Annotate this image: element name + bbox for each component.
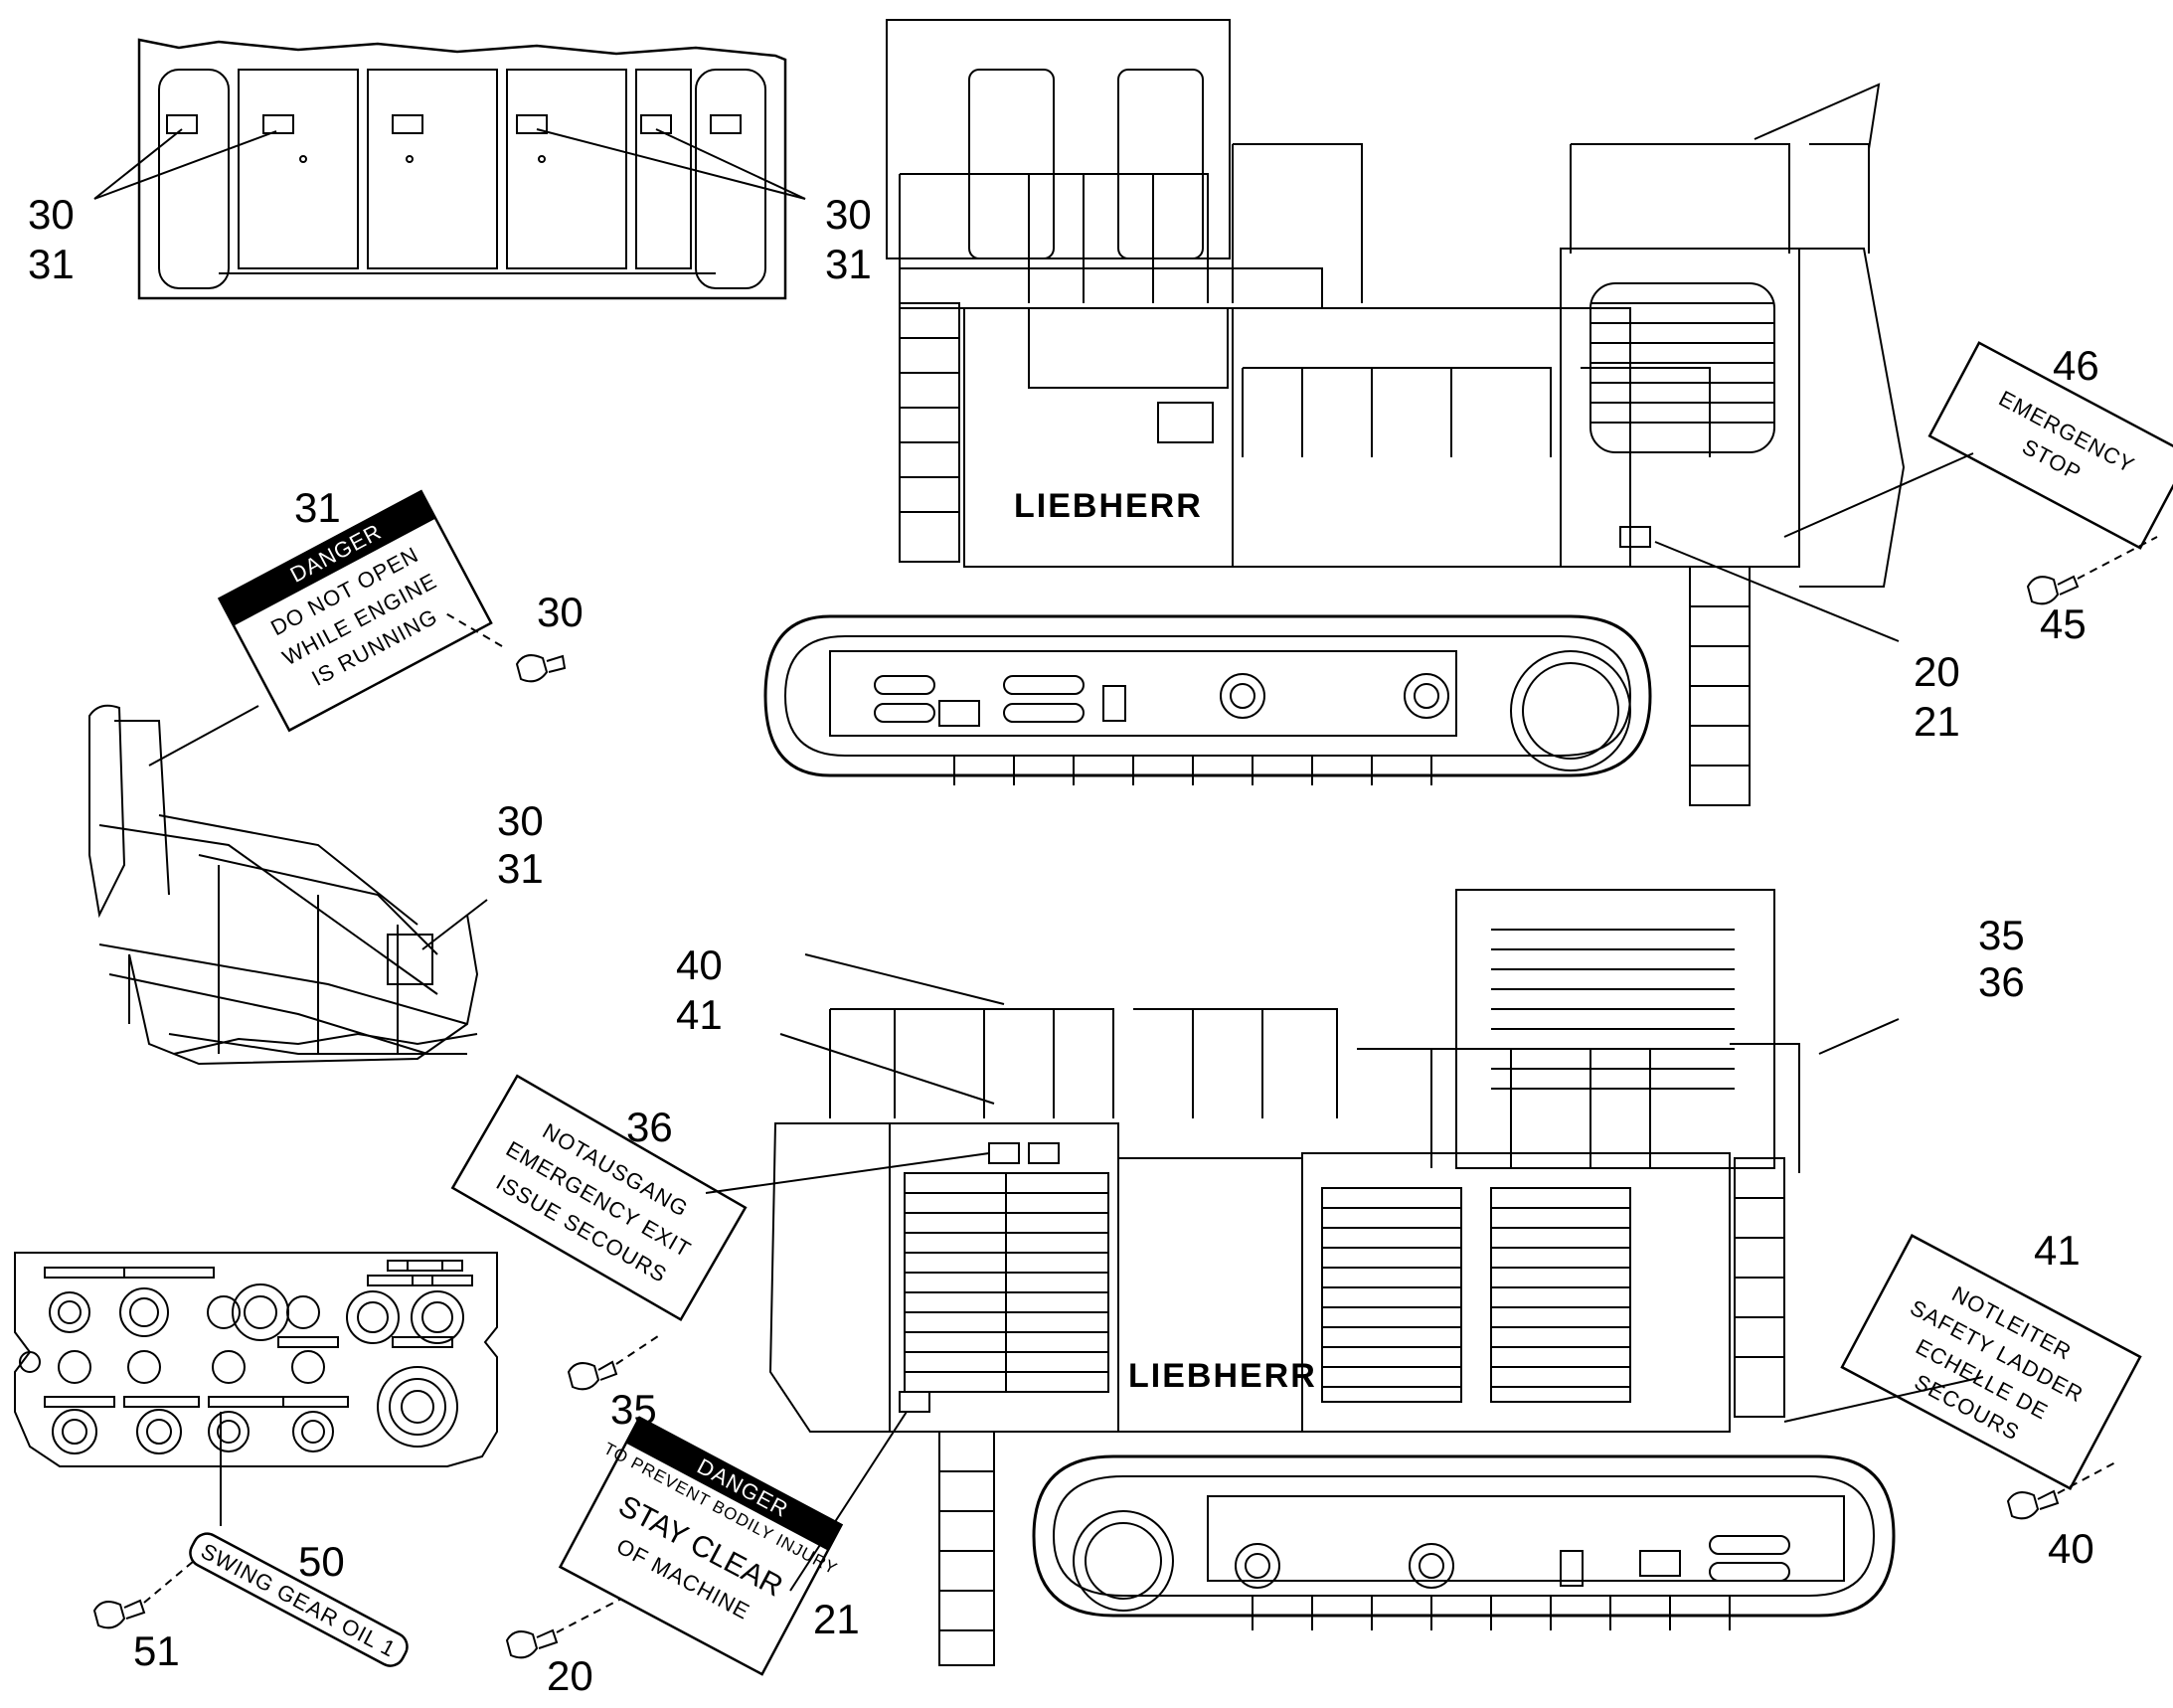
- bolt-30: [441, 610, 567, 683]
- callout-20-top: 20: [1914, 648, 1960, 695]
- callout-31-top-mid: 31: [825, 241, 872, 287]
- brand-logo-2: LIEBHERR: [1128, 1357, 1317, 1395]
- callout-21-top: 21: [1914, 698, 1960, 745]
- callout-20-bottom: 20: [547, 1652, 593, 1699]
- callout-41-mid: 41: [676, 991, 723, 1038]
- bolt-20: [505, 1598, 622, 1659]
- bolt-45: [2026, 536, 2158, 605]
- decal-40-41: [988, 1142, 1020, 1164]
- excavator-side-view-1: LIEBHERR: [763, 19, 1974, 806]
- bolt-40: [2006, 1460, 2118, 1520]
- callout-30-platform: 30: [497, 797, 544, 844]
- bolt-35: [567, 1333, 662, 1391]
- callout-21-bottom: 21: [813, 1596, 860, 1642]
- decal-20-21-b: [899, 1391, 930, 1413]
- decal-30-31: [166, 114, 198, 134]
- callout-46: 46: [2053, 342, 2099, 389]
- excavator-side-view-2: LIEBHERR: [705, 889, 1984, 1666]
- callout-36-right: 36: [1978, 958, 2025, 1005]
- callout-35-bolt: 35: [610, 1386, 657, 1433]
- lubrication-panel: [14, 1252, 498, 1526]
- bolt-51: [92, 1560, 195, 1629]
- sign-emergency-exit: NOTAUSGANG EMERGENCY EXIT ISSUE SECOURS: [450, 1074, 748, 1321]
- callout-30-top-mid: 30: [825, 191, 872, 238]
- callout-30-top-left: 30: [28, 191, 75, 238]
- callout-35-right: 35: [1978, 912, 2025, 958]
- callout-36-sign: 36: [626, 1104, 673, 1150]
- callout-41-sign: 41: [2034, 1227, 2081, 1274]
- callout-45: 45: [2040, 600, 2087, 647]
- callout-50: 50: [298, 1538, 345, 1585]
- brand-logo-1: LIEBHERR: [1014, 487, 1203, 525]
- sign-danger-stay-clear: DANGER TO PREVENT BODILY INJURY STAY CLE…: [558, 1416, 844, 1676]
- sign-safety-ladder: NOTLEITER SAFETY LADDER ECHELLE DE SECOU…: [1840, 1234, 2142, 1490]
- callout-30-bolt: 30: [537, 589, 584, 635]
- callout-40-bolt: 40: [2048, 1525, 2094, 1572]
- sign-emergency-stop: EMERGENCY STOP: [1927, 341, 2173, 550]
- sign-danger-do-not-open: DANGER DO NOT OPEN WHILE ENGINE IS RUNNI…: [217, 489, 493, 733]
- callout-labels: 30 31 30 31 31 30 30 31 46 45 20 21 40 4…: [28, 191, 2099, 1699]
- callout-31-danger: 31: [294, 484, 341, 531]
- housing-top-view: [93, 38, 806, 300]
- platform-stairs-detail: [88, 704, 488, 1066]
- callout-40-mid: 40: [676, 941, 723, 988]
- callout-31-platform: 31: [497, 845, 544, 892]
- callout-31-top-left: 31: [28, 241, 75, 287]
- callout-51: 51: [133, 1627, 180, 1674]
- decal-20-21: [1619, 526, 1651, 548]
